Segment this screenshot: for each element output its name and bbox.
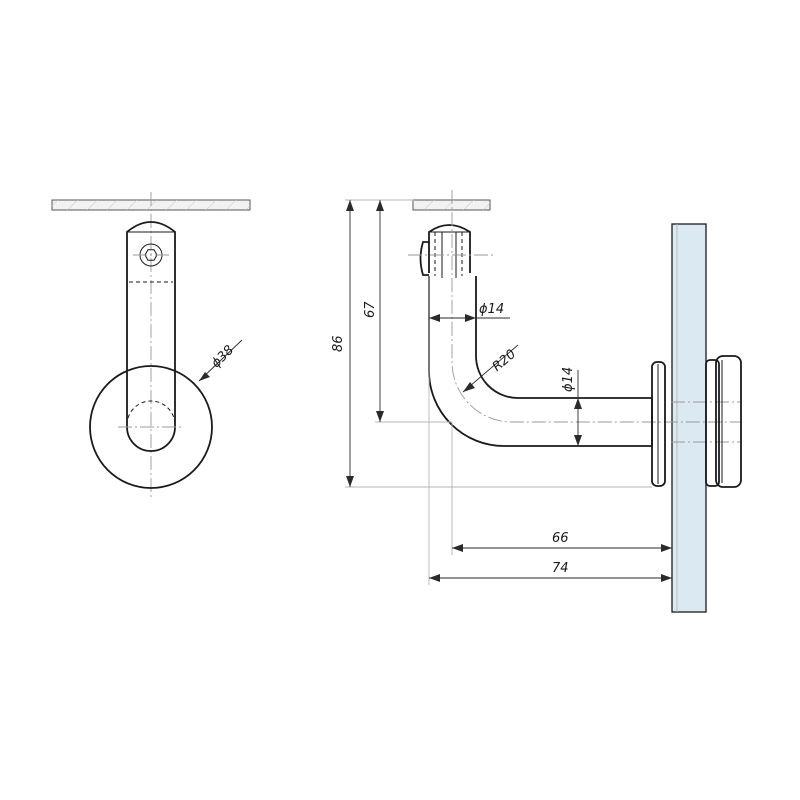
front-view: ϕ38 [51, 192, 251, 500]
glass-panel [671, 223, 707, 613]
dim-center-depth: 66 [552, 531, 569, 546]
rear-fixing-flange [705, 359, 720, 487]
bent-tube [428, 276, 653, 447]
dim-center-height: 67 [363, 301, 378, 318]
vertical-tube-front [126, 221, 176, 452]
set-screw-side [419, 241, 429, 276]
dim-flange-diameter: ϕ38 [209, 343, 237, 371]
dim-tube-diameter-arm: ϕ14 [561, 367, 576, 392]
dim-total-depth: 74 [552, 561, 569, 576]
wall-flange-side [651, 361, 666, 487]
tube-centerline [451, 190, 742, 423]
dim-bend-radius: R20 [490, 347, 519, 375]
dim-tube-diameter-top: ϕ14 [479, 302, 504, 317]
dim-line-bend-radius [462, 344, 519, 393]
wall-flange-circle [89, 365, 213, 489]
dim-total-height: 86 [331, 335, 346, 352]
side-view: 86 67 ϕ14 R20 ϕ14 66 74 [331, 190, 742, 613]
rear-fixing-cap [715, 355, 742, 488]
